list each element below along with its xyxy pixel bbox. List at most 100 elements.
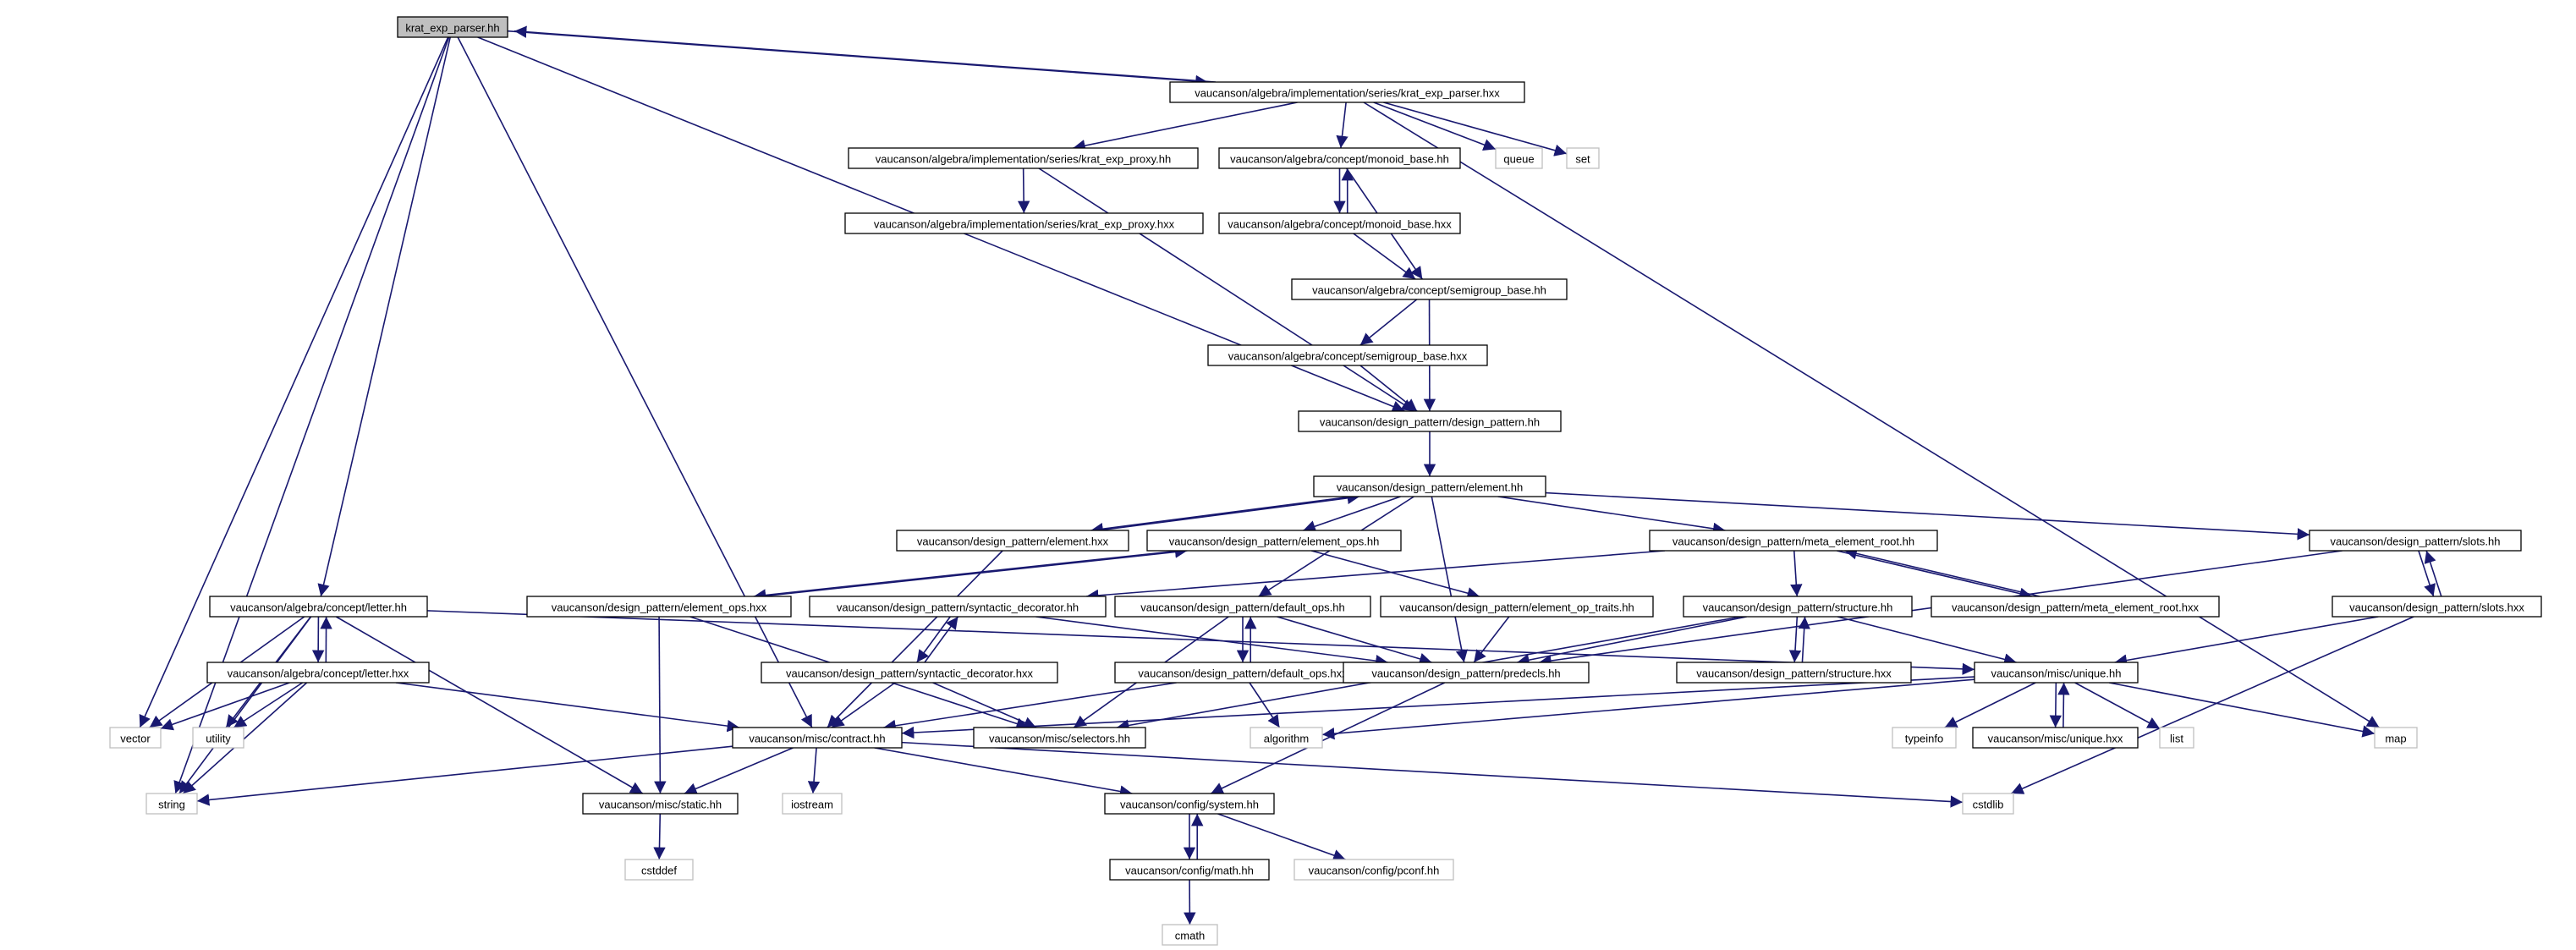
node-label: vaucanson/design_pattern/structure.hh — [1703, 601, 1893, 614]
node-box — [896, 530, 1129, 552]
edge-syntactic-hh-to-syntactic-hxx — [916, 616, 951, 663]
node-box — [2309, 530, 2522, 552]
graph-node-structure-hh[interactable]: vaucanson/design_pattern/structure.hh — [1683, 596, 1913, 618]
node-label: vector — [120, 733, 151, 745]
edge-root-to-letter-hh — [317, 36, 452, 597]
graph-node-default-ops-hxx[interactable]: vaucanson/design_pattern/default_ops.hxx — [1114, 662, 1371, 684]
graph-node-structure-hxx[interactable]: vaucanson/design_pattern/structure.hxx — [1676, 662, 1912, 684]
graph-node-proxy-hh[interactable]: vaucanson/algebra/implementation/series/… — [848, 147, 1199, 169]
graph-node-element-hxx[interactable]: vaucanson/design_pattern/element.hxx — [896, 530, 1129, 552]
edge-root-to-vector — [139, 36, 449, 728]
edge-static-to-cstddef — [653, 813, 666, 860]
node-box — [526, 596, 792, 618]
graph-node-design-pattern[interactable]: vaucanson/design_pattern/design_pattern.… — [1298, 410, 1562, 432]
graph-node-op-traits[interactable]: vaucanson/design_pattern/element_op_trai… — [1380, 596, 1654, 618]
node-label: vaucanson/design_pattern/slots.hxx — [2349, 601, 2524, 614]
graph-node-element-hh[interactable]: vaucanson/design_pattern/element.hh — [1313, 475, 1546, 497]
node-box — [624, 859, 694, 881]
edge-meta-root-hxx-to-meta-root-hh — [1844, 547, 2040, 597]
node-label: vaucanson/misc/unique.hxx — [1988, 733, 2123, 745]
edge-op-traits-to-predecls — [1473, 616, 1510, 663]
edge-predecls-to-system — [1210, 682, 1446, 794]
node-label: vaucanson/config/pconf.hh — [1309, 865, 1440, 877]
graph-node-static[interactable]: vaucanson/misc/static.hh — [582, 793, 739, 815]
graph-node-cstddef: cstddef — [624, 859, 694, 881]
graph-node-root[interactable]: krat_exp_parser.hh — [397, 16, 508, 38]
node-label: vaucanson/design_pattern/meta_element_ro… — [1952, 601, 2199, 614]
node-label: vaucanson/design_pattern/element_ops.hh — [1169, 535, 1380, 548]
graph-node-typeinfo: typeinfo — [1892, 727, 1957, 749]
graph-node-contract[interactable]: vaucanson/misc/contract.hh — [732, 727, 903, 749]
graph-node-krat-hxx[interactable]: vaucanson/algebra/implementation/series/… — [1169, 81, 1525, 103]
node-box — [1495, 147, 1543, 169]
graph-node-proxy-hxx[interactable]: vaucanson/algebra/implementation/series/… — [844, 212, 1204, 234]
graph-node-system[interactable]: vaucanson/config/system.hh — [1104, 793, 1275, 815]
graph-node-map: map — [2374, 727, 2418, 749]
graph-node-semigroup-hh[interactable]: vaucanson/algebra/concept/semigroup_base… — [1291, 278, 1568, 300]
graph-node-selectors[interactable]: vaucanson/misc/selectors.hh — [973, 727, 1146, 749]
graph-node-math[interactable]: vaucanson/config/math.hh — [1109, 859, 1270, 881]
node-box — [582, 793, 739, 815]
graph-node-letter-hxx[interactable]: vaucanson/algebra/concept/letter.hxx — [206, 662, 430, 684]
node-box — [2159, 727, 2194, 749]
node-label: vaucanson/misc/selectors.hh — [989, 733, 1130, 745]
node-label: map — [2385, 733, 2406, 745]
graph-node-slots-hh[interactable]: vaucanson/design_pattern/slots.hh — [2309, 530, 2522, 552]
node-label: vaucanson/design_pattern/default_ops.hh — [1140, 601, 1344, 614]
edge-element-hh-to-element-hxx — [1090, 496, 1352, 535]
graph-node-semigroup-hxx[interactable]: vaucanson/algebra/concept/semigroup_base… — [1207, 344, 1488, 366]
graph-node-vector: vector — [109, 727, 162, 749]
edge-element-ops-hxx-to-element-ops-hh — [761, 546, 1188, 597]
node-box — [192, 727, 244, 749]
node-box — [1207, 344, 1488, 366]
graph-node-utility: utility — [192, 727, 244, 749]
node-box — [1114, 596, 1371, 618]
node-label: vaucanson/design_pattern/syntactic_decor… — [837, 601, 1079, 614]
edge-monoid-hxx-to-semigroup-hh — [1353, 233, 1416, 280]
node-box — [1146, 530, 1402, 552]
edge-contract-to-string — [196, 745, 733, 806]
node-label: queue — [1503, 153, 1534, 166]
node-box — [2332, 596, 2542, 618]
graph-node-predecls[interactable]: vaucanson/design_pattern/predecls.hh — [1343, 662, 1590, 684]
graph-node-letter-hh[interactable]: vaucanson/algebra/concept/letter.hh — [209, 596, 428, 618]
node-label: typeinfo — [1905, 733, 1944, 745]
node-box — [1676, 662, 1912, 684]
graph-node-meta-root-hh[interactable]: vaucanson/design_pattern/meta_element_ro… — [1649, 530, 1938, 552]
graph-node-monoid-hxx[interactable]: vaucanson/algebra/concept/monoid_base.hx… — [1218, 212, 1461, 234]
node-box — [809, 596, 1107, 618]
edge-syntactic-hh-to-predecls — [1035, 616, 1388, 667]
graph-node-unique-hxx[interactable]: vaucanson/misc/unique.hxx — [1972, 727, 2139, 749]
node-label: vaucanson/design_pattern/element_ops.hxx — [552, 601, 767, 614]
edge-structure-hh-to-predecls — [1517, 616, 1747, 667]
edge-structure-hh-to-unique-hh — [1837, 616, 2017, 666]
graph-node-slots-hxx[interactable]: vaucanson/design_pattern/slots.hxx — [2332, 596, 2542, 618]
edge-root-to-string — [173, 36, 450, 794]
node-label: vaucanson/algebra/concept/monoid_base.hh — [1230, 153, 1449, 166]
graph-node-element-ops-hh[interactable]: vaucanson/design_pattern/element_ops.hh — [1146, 530, 1402, 552]
edge-element-ops-hh-to-op-traits — [1310, 550, 1480, 600]
node-box — [782, 793, 843, 815]
node-label: vaucanson/algebra/concept/letter.hh — [230, 601, 407, 614]
edge-letter-hxx-to-contract — [395, 682, 740, 733]
edge-contract-to-iostream — [807, 747, 821, 794]
node-label: vaucanson/misc/unique.hh — [1991, 667, 2122, 680]
graph-node-meta-root-hxx[interactable]: vaucanson/design_pattern/meta_element_ro… — [1931, 596, 2220, 618]
edge-krat-hxx-to-map — [1363, 102, 2380, 728]
edge-root-to-contract — [457, 36, 813, 728]
graph-node-set: set — [1566, 147, 1600, 169]
edge-meta-root-hh-to-syntactic-hh — [1085, 550, 1666, 602]
graph-node-element-ops-hxx[interactable]: vaucanson/design_pattern/element_ops.hxx — [526, 596, 792, 618]
edge-krat-hxx-to-root — [514, 25, 1216, 83]
node-box — [848, 147, 1199, 169]
edge-semigroup-hh-to-semigroup-hxx — [1359, 299, 1418, 346]
graph-node-syntactic-hh[interactable]: vaucanson/design_pattern/syntactic_decor… — [809, 596, 1107, 618]
graph-node-syntactic-hxx[interactable]: vaucanson/design_pattern/syntactic_decor… — [761, 662, 1058, 684]
graph-node-monoid-hh[interactable]: vaucanson/algebra/concept/monoid_base.hh — [1218, 147, 1461, 169]
edge-letter-hxx-to-vector — [160, 682, 290, 731]
graph-node-unique-hh[interactable]: vaucanson/misc/unique.hh — [1974, 662, 2139, 684]
node-box — [1109, 859, 1270, 881]
node-box — [1962, 793, 2014, 815]
edge-structure-hxx-to-structure-hh — [1798, 616, 1810, 663]
graph-node-default-ops-hh[interactable]: vaucanson/design_pattern/default_ops.hh — [1114, 596, 1371, 618]
